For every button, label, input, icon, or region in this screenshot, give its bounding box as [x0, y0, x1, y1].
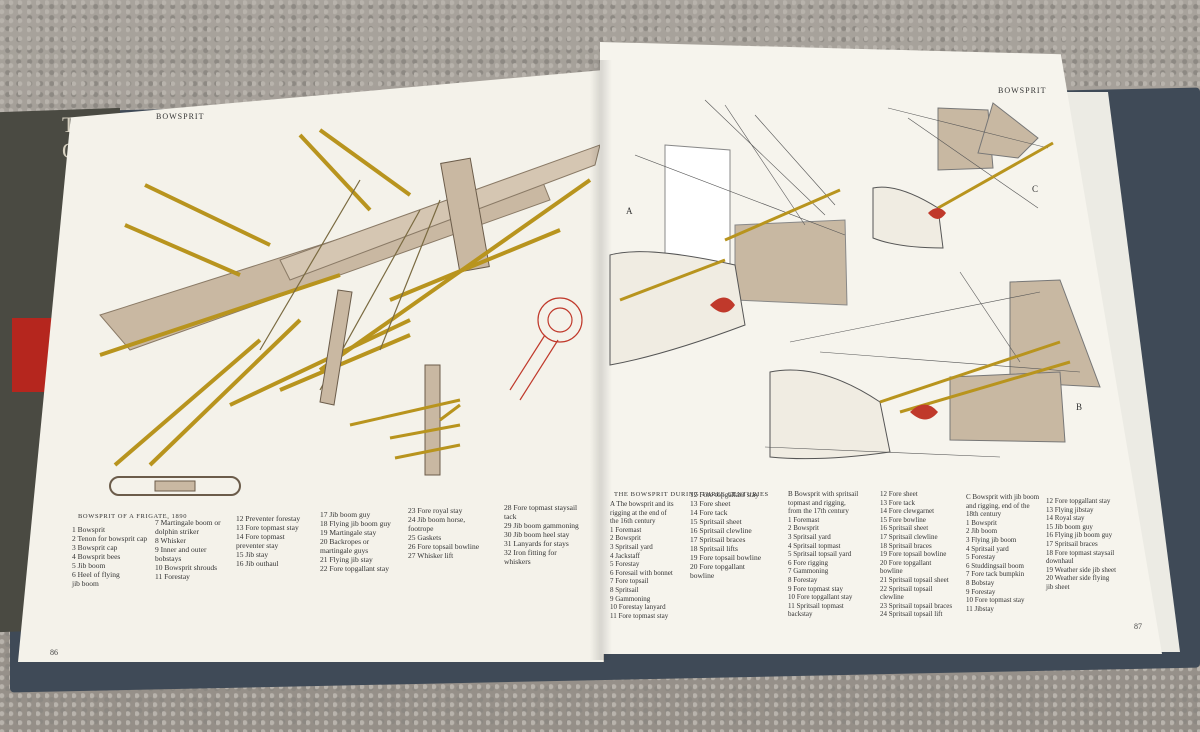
right-legend-col-3: B Bowsprit with spritsail topmast and ri…	[788, 490, 859, 619]
right-legend-col-4: 12 Fore sheet 13 Fore tack 14 Fore clewg…	[880, 490, 953, 619]
left-legend-col-5: 23 Fore royal stay 24 Jib boom horse, fo…	[408, 506, 480, 560]
left-legend-col-2: 7 Martingale boom or dolphin striker 8 W…	[155, 518, 221, 581]
ship-illustration-a	[609, 99, 848, 366]
ship-illustration-b	[764, 271, 1101, 460]
left-legend-col-1: 1 Bowsprit 2 Tenon for bowsprit cap 3 Bo…	[72, 525, 148, 588]
section-c-label: C	[1032, 184, 1040, 194]
right-page-header: BOWSPRIT	[998, 86, 1047, 95]
right-page-number: 87	[1134, 622, 1142, 631]
left-legend-col-4: 17 Jib boom guy 18 Flying jib boom guy 1…	[320, 510, 391, 573]
book-gutter	[590, 60, 612, 660]
left-caption: BOWSPRIT OF A FRIGATE, 1890	[78, 513, 188, 520]
right-legend-col-1: A The bowsprit and its rigging at the en…	[610, 500, 674, 620]
left-page-header: BOWSPRIT	[156, 112, 205, 121]
bowsprit-illustration	[99, 128, 600, 496]
right-caption: THE BOWSPRIT DURING THREE CENTURIES	[614, 491, 769, 498]
left-legend-col-3: 12 Preventer forestay 13 Fore topmast st…	[236, 514, 301, 568]
right-legend-col-5: C Bowsprit with jib boom and rigging, en…	[966, 493, 1040, 613]
left-page-number: 86	[50, 648, 58, 657]
left-legend-col-6: 28 Fore topmast staysail tack 29 Jib boo…	[504, 503, 579, 566]
section-a-label: A	[626, 206, 634, 216]
right-legend-col-2: 12 Fore topgallant stay 13 Fore sheet 14…	[690, 490, 762, 580]
ship-illustration-c	[872, 102, 1054, 249]
right-legend-col-6: 12 Fore topgallant stay 13 Flying jibsta…	[1046, 497, 1117, 591]
section-b-label: B	[1076, 402, 1084, 412]
